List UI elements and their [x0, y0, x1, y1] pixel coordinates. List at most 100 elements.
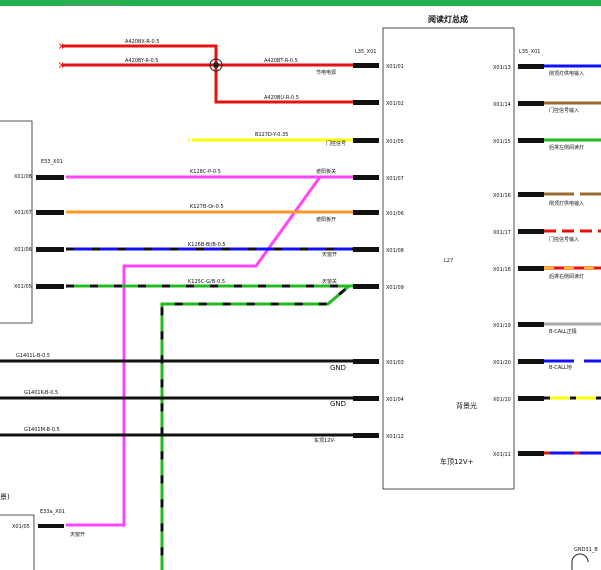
- bottom-partial-label: 景): [0, 493, 10, 501]
- left-pin-2: X01/07: [14, 210, 32, 216]
- bottom-connector-func: 天窗开: [70, 531, 85, 538]
- module-pin-02: X01/02: [386, 101, 404, 107]
- right-func-14: 门控信号输入: [549, 107, 579, 114]
- wire-code-red-c: A420BT-R-0.5: [264, 58, 298, 64]
- module-left-terminal-10: [353, 433, 379, 438]
- module-pin-09: X01/09: [386, 285, 404, 291]
- top-green-bar: [0, 0, 601, 6]
- gnd-label: GND31_B: [574, 547, 598, 553]
- right-pin-20: X01/20 B-CALL地: [493, 359, 601, 371]
- right-pin-label-10: X01/10: [493, 397, 511, 403]
- wire-code-yellow: B127D-Y-0.35: [255, 132, 288, 138]
- arrow-red-a: »: [58, 39, 66, 54]
- left-connector-box: [0, 120, 33, 324]
- wire-func-blue: 天窗开: [322, 251, 337, 258]
- right-func-17: 门控信号输入: [549, 236, 579, 243]
- right-pin-16: X01/16 侧顶灯供电输入: [493, 192, 601, 207]
- connector-right-label: L35_X01: [519, 49, 540, 55]
- module-left-terminal-5: [353, 210, 379, 215]
- right-pin-label-18: X01/18: [493, 267, 511, 273]
- wire-code-blue: K126B-Bl/B-0.5: [188, 242, 226, 248]
- module-id: L27: [444, 258, 453, 264]
- module-box: [382, 27, 515, 490]
- wire-func-black-1: GND: [330, 364, 346, 372]
- wire-func-black-3: 车顶12V-: [314, 437, 335, 444]
- right-func-19: B-CALL正极: [549, 328, 577, 335]
- splice-node: [213, 62, 219, 68]
- right-pin-label-15: X01/15: [493, 139, 511, 145]
- wire-green-stripe: [66, 284, 354, 570]
- module-pin-08: X01/08: [386, 248, 404, 254]
- right-func-13: 侧顶灯供电输入: [549, 70, 584, 77]
- wire-code-black-3: G1401M-B-0.5: [24, 427, 60, 433]
- module-left-terminal-7: [353, 284, 379, 289]
- right-func-15: 后排左侧阅读灯: [549, 144, 584, 151]
- top-tab-underline: [62, 0, 122, 6]
- right-terminal-16: [518, 192, 544, 197]
- right-pin-label-14: X01/14: [493, 102, 511, 108]
- wire-func-yellow: 门控信号: [326, 140, 346, 147]
- right-pin-18: X01/18 后排右侧阅读灯: [493, 266, 601, 280]
- right-pin-label-13: X01/13: [493, 65, 511, 71]
- wire-code-red-b: A420BY-R-0.5: [125, 58, 158, 64]
- module-left-terminal-4: [353, 175, 379, 180]
- module-title: 阅读灯总成: [428, 14, 468, 24]
- module-pin-03: X01/03: [386, 360, 404, 366]
- right-terminal-17: [518, 229, 544, 234]
- wire-magenta: [66, 175, 323, 527]
- module-left-terminal-3: [353, 138, 379, 143]
- right-terminal-20: [518, 359, 544, 364]
- right-func-20: B-CALL地: [549, 364, 572, 371]
- module-left-terminal-9: [353, 396, 379, 401]
- splice-node-ring: [209, 58, 223, 72]
- wire-func-magenta: 遮阳板关: [316, 168, 336, 175]
- right-pin-label-19: X01/19: [493, 323, 511, 329]
- right-pin-17: X01/17 门控信号输入: [493, 229, 601, 243]
- bottom-connector-name: E33a_X01: [40, 509, 65, 515]
- wire-code-black-1: G1401L-B-0.5: [16, 353, 50, 359]
- arrow-red-b: »: [58, 58, 66, 73]
- wire-func-green: 天窗关: [322, 278, 337, 285]
- module-roof12v-label: 车顶12V+: [440, 457, 474, 466]
- module-pin-05: X01/05: [386, 139, 404, 145]
- wire-func-black-2: GND: [330, 400, 346, 408]
- left-connector-name: E33_X01: [41, 159, 63, 165]
- wire-code-magenta: K128C-P-0.5: [190, 169, 221, 175]
- left-terminal-4: [36, 284, 64, 289]
- right-func-18: 后排右侧阅读灯: [549, 273, 584, 280]
- right-pin-11: X01/11: [493, 451, 601, 458]
- wire-code-orange: K127B-Or-0.5: [190, 204, 224, 210]
- right-terminal-18: [518, 266, 544, 271]
- module-left-terminal-2: [353, 100, 379, 105]
- module-pin-04: X01/04: [386, 397, 404, 403]
- right-pin-19: X01/19 B-CALL正极: [493, 322, 601, 335]
- left-terminal-2: [36, 210, 64, 215]
- module-pin-07: X01/07: [386, 176, 404, 182]
- wire-code-black-2: G1401K-B-0.5: [24, 390, 58, 396]
- gnd-symbol: [571, 553, 589, 570]
- right-terminal-10: [518, 396, 544, 401]
- right-terminal-14: [518, 101, 544, 106]
- left-terminal-1: [36, 175, 64, 180]
- module-left-terminal-6: [353, 247, 379, 252]
- right-terminal-11: [518, 451, 544, 456]
- module-left-terminal-1: [353, 63, 379, 68]
- right-pin-label-17: X01/17: [493, 230, 511, 236]
- right-func-16: 侧顶灯供电输入: [549, 200, 584, 207]
- left-pin-4: X01/05: [14, 284, 32, 290]
- wire-code-green: K125C-G/B-0.5: [188, 279, 225, 285]
- right-pin-13: X01/13 侧顶灯供电输入: [493, 64, 601, 77]
- right-terminal-13: [518, 64, 544, 69]
- bottom-connector-pin: X01/05: [12, 524, 30, 530]
- module-pin-12: X01/12: [386, 434, 404, 440]
- left-pin-3: X01/06: [14, 247, 32, 253]
- module-backlight-label: 背景光: [456, 401, 477, 410]
- right-pin-label-20: X01/20: [493, 360, 511, 366]
- module-left-pins: [353, 63, 379, 438]
- connector-left-label: L35_X01: [355, 49, 376, 55]
- wire-func-red-c: 节电电源: [316, 69, 336, 76]
- wire-code-red-a: A420BX-R-0.5: [125, 39, 159, 45]
- module-left-terminal-8: [353, 359, 379, 364]
